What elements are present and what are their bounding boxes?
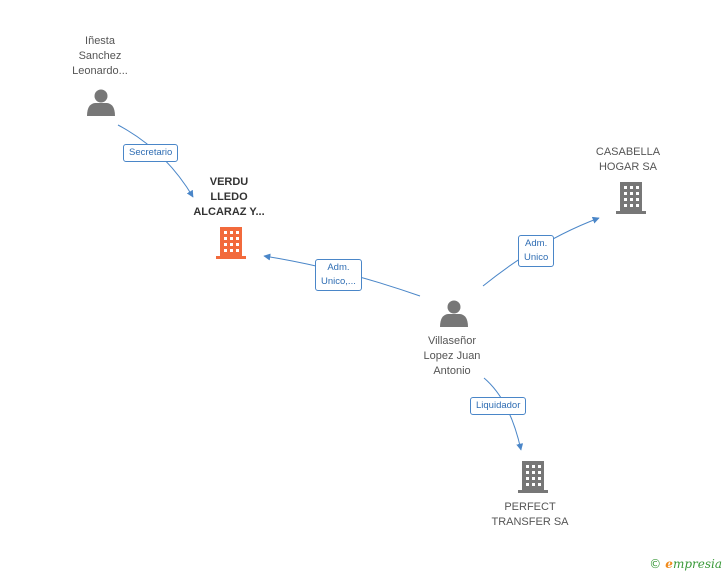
node-label-line: TRANSFER SA (491, 516, 569, 528)
building-icon[interactable] (216, 227, 246, 259)
edge-label-secretario[interactable]: Secretario (123, 144, 179, 162)
node-label-line: Villaseñor (427, 335, 477, 347)
edge-label-line: Secretario (129, 147, 173, 158)
node-label-line: Iñesta (85, 35, 115, 47)
person-icon[interactable] (87, 89, 115, 117)
edge-label-line: Adm. (525, 238, 548, 249)
copyright-symbol: © (649, 557, 662, 571)
node-label-line: Lopez Juan (423, 350, 481, 362)
brand-name: mpresia (672, 557, 722, 571)
edge-label-adm-unico-verdu[interactable]: Adm. Unico,... (315, 259, 362, 291)
building-icon[interactable] (518, 461, 548, 493)
edge-label-line: Unico,... (321, 276, 356, 287)
node-label-person-iniesta[interactable]: Iñesta Sanchez Leonardo... (50, 34, 150, 79)
node-label-line: LLEDO (210, 191, 248, 203)
node-label-line: HOGAR SA (598, 161, 658, 173)
node-label-person-villasenor[interactable]: Villaseñor Lopez Juan Antonio (402, 334, 502, 379)
node-label-line: CASABELLA (595, 146, 661, 158)
edge-label-adm-unico-casabella[interactable]: Adm. Unico (518, 235, 555, 267)
edge-label-liquidador[interactable]: Liquidador (470, 397, 527, 415)
person-icon[interactable] (440, 300, 468, 328)
node-label-line: PERFECT (504, 501, 556, 513)
empresia-logo: ©empresia (649, 557, 722, 571)
node-label-line: ALCARAZ Y... (193, 206, 265, 218)
node-label-line: VERDU (209, 176, 249, 188)
node-label-company-perfect[interactable]: PERFECT TRANSFER SA (480, 500, 580, 530)
edge-label-line: Unico (524, 252, 549, 263)
brand-first-letter: e (665, 557, 673, 571)
node-label-company-casabella[interactable]: CASABELLA HOGAR SA (578, 145, 678, 175)
node-label-line: Leonardo... (72, 65, 128, 77)
node-label-line: Sanchez (78, 50, 122, 62)
building-icon[interactable] (616, 182, 646, 214)
node-label-line: Antonio (433, 365, 471, 377)
edge-label-line: Liquidador (476, 400, 521, 411)
edge-label-line: Adm. (327, 262, 350, 273)
node-label-company-verdu[interactable]: VERDU LLEDO ALCARAZ Y... (179, 175, 279, 220)
